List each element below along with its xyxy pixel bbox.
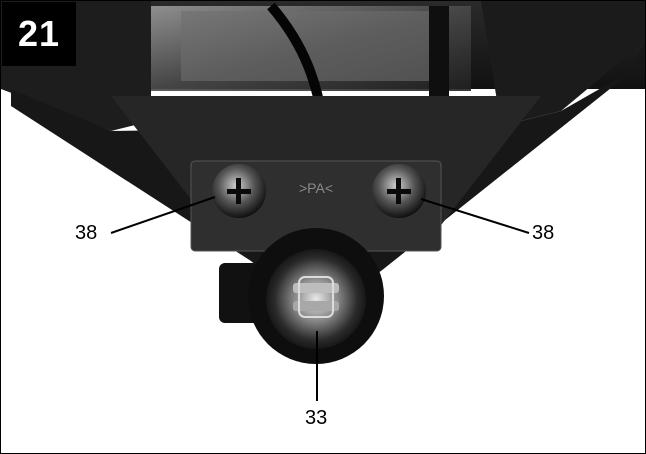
right-screw bbox=[372, 164, 426, 218]
callout-left-screw: 38 bbox=[75, 222, 98, 244]
figure-number: 21 bbox=[17, 13, 61, 54]
lamp-assembly bbox=[219, 228, 384, 364]
figure-number-badge: 21 bbox=[2, 2, 76, 66]
leader-line-left bbox=[110, 196, 216, 234]
callout-right-screw: 38 bbox=[532, 222, 555, 244]
left-screw bbox=[212, 164, 266, 218]
embossed-marking: >PA< bbox=[299, 180, 333, 196]
leader-line-right bbox=[420, 198, 530, 234]
callout-bottom-lamp: 33 bbox=[305, 407, 328, 429]
right-housing bbox=[481, 1, 645, 126]
